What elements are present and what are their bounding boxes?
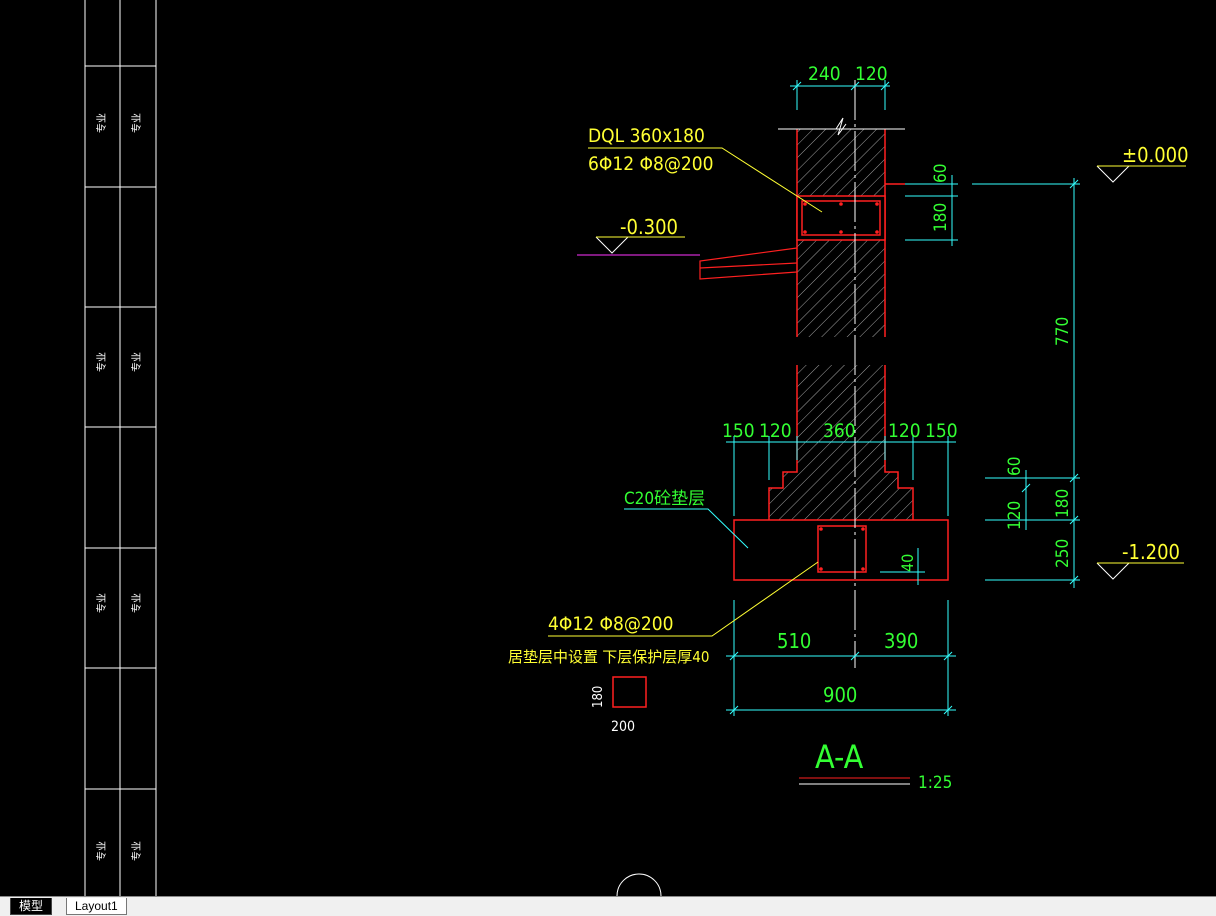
rebar-label-line1: 4Φ12 Φ8@200 — [548, 613, 674, 635]
title-block-cell-label: 专业 — [95, 841, 108, 861]
dim-top-left: 240 — [808, 63, 841, 85]
title-block-cell-label: 专业 — [95, 593, 108, 613]
dim-small-250: 250 — [1053, 539, 1073, 568]
beam-label-line2: 6Φ12 Φ8@200 — [588, 153, 714, 175]
elevation-zero: ±0.000 — [1122, 143, 1189, 167]
elevation-markers — [595, 165, 1186, 580]
title-block-cell-label: 专业 — [130, 593, 143, 613]
dim-right-60: 60 — [931, 164, 951, 183]
dim-footing-360: 360 — [823, 420, 856, 442]
dim-footing-150-right: 150 — [925, 420, 958, 442]
dim-right-770: 770 — [1053, 317, 1073, 346]
rebar-label-line2: 居垫层中设置 下层保护层厚40 — [508, 648, 709, 666]
small-section-height: 180 — [591, 686, 606, 708]
dim-small-180: 180 — [1053, 489, 1073, 518]
dim-bottom-900: 900 — [823, 683, 857, 707]
section-scale: 1:25 — [918, 773, 952, 793]
floor-slab — [699, 247, 798, 280]
title-block-labels: 专业 专业 专业 专业 专业 专业 专业 专业 — [95, 113, 143, 861]
leader-lines — [548, 147, 910, 785]
small-section-width: 200 — [611, 719, 635, 735]
cad-drawing-canvas[interactable]: 专业 专业 专业 专业 专业 专业 专业 专业 — [0, 0, 1216, 896]
title-block-strip — [84, 0, 157, 896]
title-block-cell-label: 专业 — [130, 841, 143, 861]
dim-footing-120-left: 120 — [759, 420, 792, 442]
viewport-arc — [616, 873, 662, 896]
elevation-bottom: -1.200 — [1122, 540, 1180, 564]
title-block-cell-label: 专业 — [95, 352, 108, 372]
dimension-lines — [726, 80, 1080, 716]
dim-small-60: 60 — [1005, 457, 1025, 476]
ring-beam — [796, 183, 905, 241]
elevation-slab: -0.300 — [620, 215, 678, 239]
tab-layout1[interactable]: Layout1 — [66, 898, 127, 915]
small-section-box — [612, 676, 647, 708]
cushion-footing — [733, 519, 949, 581]
title-block-cell-label: 专业 — [130, 352, 143, 372]
section-title: A-A — [815, 738, 864, 776]
cushion-label: C20砼垫层 — [624, 489, 705, 509]
tab-model[interactable]: 模型 — [10, 898, 53, 915]
dim-footing-120-right: 120 — [888, 420, 921, 442]
title-block-cell-label: 专业 — [130, 113, 143, 133]
dim-small-120: 120 — [1005, 501, 1025, 530]
dim-top-right: 120 — [855, 63, 888, 85]
dim-small-40: 40 — [898, 554, 917, 572]
dim-bottom-390: 390 — [884, 629, 918, 653]
title-block-cell-label: 专业 — [95, 113, 108, 133]
dim-right-180: 180 — [931, 203, 951, 232]
dim-bottom-510: 510 — [777, 629, 811, 653]
layout-tab-bar: 模型 Layout1 — [0, 896, 1216, 916]
dim-footing-150-left: 150 — [722, 420, 755, 442]
beam-label-line1: DQL 360x180 — [588, 125, 705, 147]
